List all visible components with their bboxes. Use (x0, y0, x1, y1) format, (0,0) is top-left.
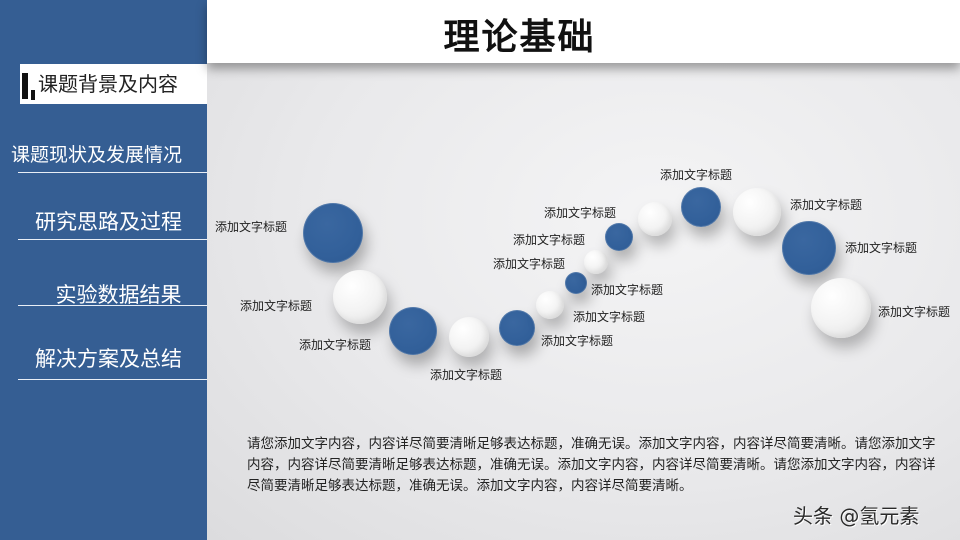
node-circle-8 (584, 250, 608, 274)
sidebar-item-label: 课题背景及内容 (38, 72, 178, 96)
sidebar-item-label: 解决方案及总结 (35, 347, 182, 371)
node-circle-4 (449, 317, 489, 357)
node-circle-2 (333, 270, 387, 324)
sidebar-item-summary[interactable]: 解决方案及总结 (18, 343, 207, 380)
node-label-6: 添加文字标题 (573, 310, 646, 324)
divider (18, 239, 207, 240)
node-circle-14 (811, 278, 871, 338)
node-circle-13 (782, 221, 836, 275)
node-label-7: 添加文字标题 (591, 283, 664, 297)
sidebar-item-results[interactable]: 实验数据结果 (18, 279, 207, 307)
node-circle-11 (681, 187, 721, 227)
node-label-9: 添加文字标题 (513, 233, 586, 247)
node-label-5: 添加文字标题 (541, 334, 614, 348)
node-circle-1 (303, 203, 363, 263)
node-label-8: 添加文字标题 (493, 257, 566, 271)
node-label-11: 添加文字标题 (660, 168, 733, 182)
node-circle-3 (389, 307, 437, 355)
active-marker-icon (31, 90, 35, 100)
sidebar-item-label: 研究思路及过程 (35, 210, 182, 234)
node-label-3: 添加文字标题 (299, 338, 372, 352)
node-circle-10 (638, 202, 672, 236)
node-label-2: 添加文字标题 (240, 299, 313, 313)
node-circle-5 (499, 310, 535, 346)
divider (18, 305, 207, 306)
sidebar-item-background[interactable]: 课题背景及内容 (20, 64, 207, 104)
node-label-14: 添加文字标题 (878, 305, 951, 319)
divider (18, 379, 207, 380)
node-circle-9 (605, 223, 633, 251)
node-label-13: 添加文字标题 (845, 241, 918, 255)
page-title: 理论基础 (443, 17, 596, 58)
sidebar-item-label: 课题现状及发展情况 (10, 144, 182, 166)
sidebar-item-approach[interactable]: 研究思路及过程 (18, 206, 207, 240)
sidebar-item-label: 实验数据结果 (55, 283, 182, 307)
content-area (207, 0, 960, 540)
watermark: 头条 @氢元素 (793, 504, 920, 528)
node-circle-7 (565, 272, 587, 294)
body-paragraph: 请您添加文字内容，内容详尽简要清晰足够表达标题，准确无误。添加文字内容，内容详尽… (247, 436, 936, 494)
node-circle-6 (536, 291, 564, 319)
node-label-12: 添加文字标题 (790, 198, 863, 212)
node-label-1: 添加文字标题 (215, 220, 288, 234)
active-marker-icon (22, 73, 28, 99)
node-circle-12 (733, 188, 781, 236)
header-bar: 理论基础 (207, 0, 960, 63)
node-label-10: 添加文字标题 (544, 206, 617, 220)
sidebar-item-status[interactable]: 课题现状及发展情况 (11, 140, 207, 173)
node-label-4: 添加文字标题 (430, 368, 503, 382)
divider (18, 172, 207, 173)
